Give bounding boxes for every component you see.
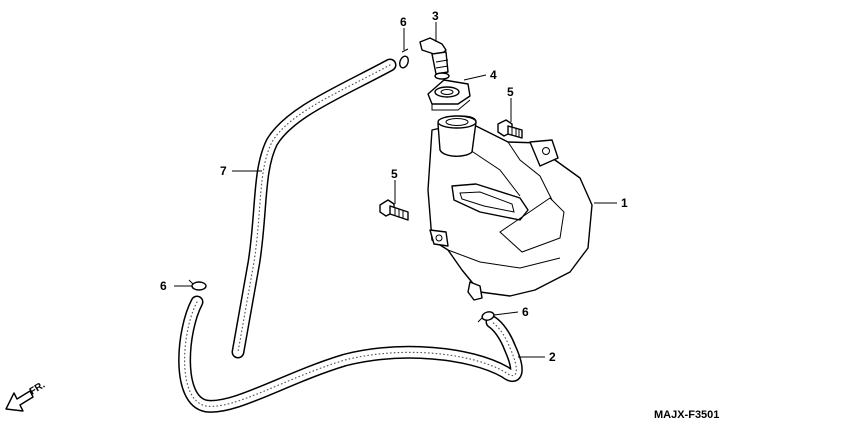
tank-cap bbox=[427, 79, 471, 111]
callout-bolt-upper: 5 bbox=[507, 85, 514, 99]
callout-bolt-lower: 5 bbox=[391, 167, 398, 181]
callout-clip-top: 6 bbox=[400, 15, 407, 29]
direction-indicator: FR. bbox=[5, 380, 47, 412]
bolt-lower bbox=[379, 199, 409, 221]
callout-reserve-tank: 1 bbox=[621, 196, 628, 210]
reserve-tank bbox=[427, 115, 593, 301]
leader-lines bbox=[174, 22, 617, 358]
clip-top bbox=[399, 48, 409, 69]
callout-lower-hose: 2 bbox=[549, 350, 556, 364]
lower-hose bbox=[178, 295, 523, 413]
arrow-down-left-icon bbox=[5, 390, 34, 412]
callout-overflow-hose: 7 bbox=[220, 164, 227, 178]
callout-tank-cap: 4 bbox=[490, 68, 497, 82]
overflow-hose bbox=[231, 58, 397, 359]
callout-clip-right: 6 bbox=[522, 305, 529, 319]
callout-cap-fitting: 3 bbox=[432, 9, 439, 23]
diagram-code: MAJX-F3501 bbox=[654, 409, 719, 421]
cap-fitting bbox=[419, 37, 450, 80]
clip-right bbox=[477, 311, 495, 323]
bolt-upper bbox=[497, 119, 523, 139]
clip-left bbox=[188, 279, 207, 291]
callout-clip-left: 6 bbox=[160, 279, 167, 293]
